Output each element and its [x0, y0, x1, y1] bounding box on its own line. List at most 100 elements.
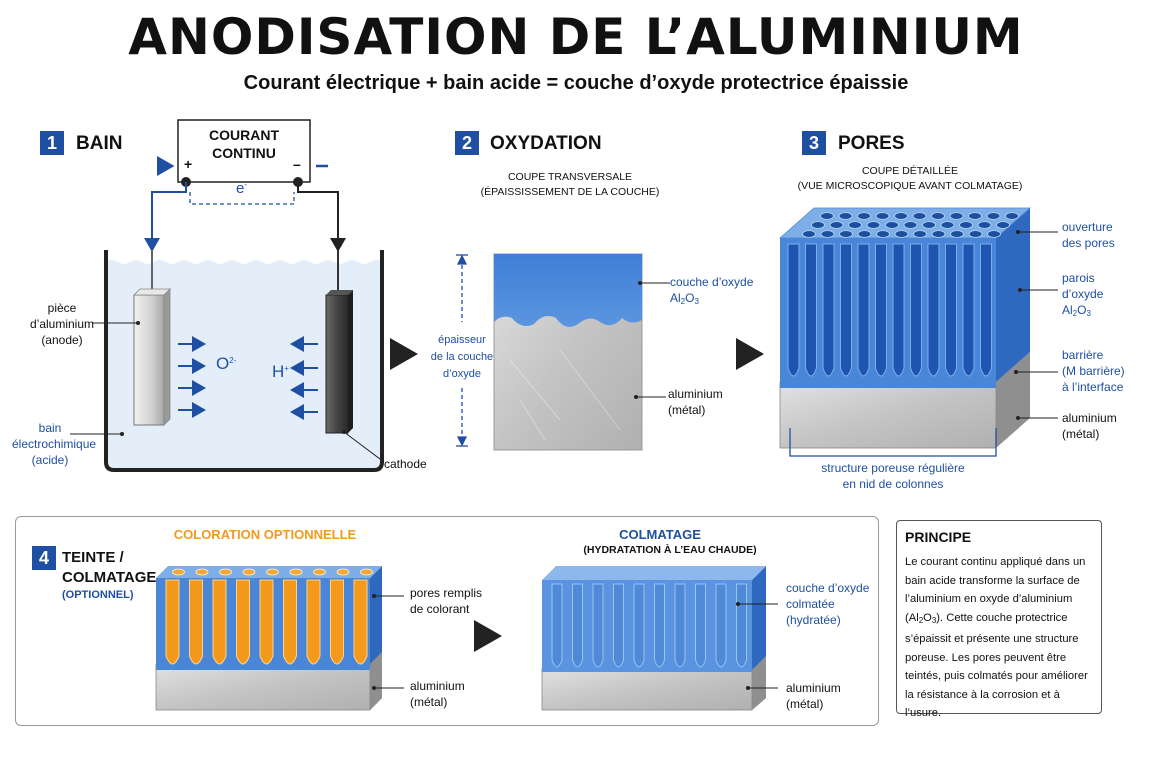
- cathode-wire: [297, 182, 346, 252]
- dye-pore-top: [172, 568, 185, 576]
- hydrogen-ion-arrows: [290, 336, 318, 420]
- pore-opening: [996, 221, 1010, 229]
- pore-opening: [839, 230, 853, 238]
- section-4-optional: (OPTIONNEL): [62, 589, 134, 601]
- sealed-columns: [551, 583, 747, 668]
- pore-column: [962, 243, 975, 377]
- sealed-column: [715, 583, 727, 668]
- sealed-column: [633, 583, 645, 668]
- pore-column: [980, 243, 992, 377]
- sealed-column: [736, 583, 747, 668]
- dye-column: [353, 579, 368, 665]
- oxide-layer-label: couche d’oxyde Al2O3: [670, 275, 754, 306]
- dye-columns: [165, 568, 373, 665]
- pore-column: [857, 243, 870, 377]
- pore-opening: [903, 221, 918, 229]
- cathode-label: cathode: [384, 457, 427, 471]
- pore-columns: [787, 243, 992, 377]
- metal-label-3: aluminium(métal): [1062, 411, 1117, 441]
- dye-column: [236, 579, 250, 665]
- pore-opening: [876, 230, 890, 238]
- dye-column: [283, 579, 297, 665]
- power-supply-line-1: COURANT: [209, 127, 279, 143]
- dye-column: [212, 579, 227, 665]
- cross-section-block: [493, 253, 643, 451]
- pore-opening: [977, 221, 992, 229]
- dye-pore-top: [219, 568, 232, 576]
- pore-opening: [866, 221, 881, 229]
- oxygen-ion-label: O2-: [216, 354, 237, 373]
- dye-column: [259, 579, 274, 665]
- sealed-column: [551, 583, 563, 668]
- pore-opening: [1005, 212, 1019, 220]
- dye-pore-top: [336, 568, 350, 576]
- pore-opening: [931, 212, 945, 220]
- section-2-number: 2: [455, 131, 479, 155]
- electrolytic-bath: [104, 250, 384, 472]
- section-3-caption: COUPE DÉTAILLÉE(VUE MICROSCOPIQUE AVANT …: [797, 165, 1023, 192]
- pore-opening: [802, 230, 816, 238]
- sealed-column: [572, 583, 583, 668]
- pore-column: [910, 243, 922, 377]
- sealed-column: [674, 583, 686, 668]
- sealed-column: [592, 583, 604, 668]
- cathode-piece: [325, 290, 353, 434]
- pore-column: [805, 243, 817, 377]
- pore-column: [787, 243, 800, 377]
- hydrogen-ion-label: H+: [272, 362, 289, 381]
- power-supply: [177, 119, 311, 183]
- section-1-number: 1: [40, 131, 64, 155]
- coloring-title: COLORATION OPTIONNELLE: [173, 527, 357, 542]
- plus-sign: +: [184, 156, 193, 172]
- pore-opening: [968, 212, 982, 220]
- principle-text: Le courant continu appliqué dans un bain…: [905, 556, 1088, 719]
- sealed-column: [695, 583, 706, 668]
- power-supply-label: COURANT CONTINU: [178, 126, 310, 162]
- section-4-number: 4: [32, 546, 56, 570]
- principle-box: PRINCIPE Le courant continu appliqué dan…: [896, 520, 1102, 719]
- electron-label: e-: [236, 180, 248, 197]
- pore-opening: [949, 212, 964, 220]
- pore-opening: [848, 221, 862, 229]
- porous-oxide-block: [778, 207, 1032, 449]
- dye-pore-top: [242, 568, 256, 576]
- pore-opening: [811, 221, 825, 229]
- pore-opening: [894, 230, 909, 238]
- pore-column: [822, 243, 835, 377]
- principle-title: PRINCIPE: [905, 529, 972, 545]
- pore-opening: [968, 230, 983, 238]
- section-3-title: PORES: [838, 133, 905, 154]
- pore-opening: [857, 212, 871, 220]
- pore-opening: [885, 221, 899, 229]
- dye-pore-top: [195, 568, 209, 576]
- pore-opening: [820, 212, 834, 220]
- section-4-title: TEINTE /COLMATAGE: [62, 549, 157, 586]
- power-supply-line-2: CONTINU: [212, 145, 276, 161]
- sealed-column: [613, 583, 624, 668]
- dye-pore-top: [360, 568, 373, 576]
- pore-opening: [940, 221, 955, 229]
- page-title: ANODISATION DE L’ALUMINIUM: [128, 8, 1024, 66]
- pore-opening: [857, 230, 872, 238]
- sealing-title: COLMATAGE: [619, 527, 701, 542]
- pore-opening: [959, 221, 973, 229]
- pore-opening: [987, 230, 1001, 238]
- dye-pore-top: [313, 568, 326, 576]
- dye-pore-top: [289, 568, 303, 576]
- pore-opening: [875, 212, 890, 220]
- pore-opening: [931, 230, 946, 238]
- pore-opening: [922, 221, 936, 229]
- dye-column: [330, 579, 344, 665]
- pore-opening: [913, 230, 927, 238]
- pore-opening: [829, 221, 844, 229]
- oxygen-ion-arrows: [178, 336, 206, 418]
- minus-sign: –: [293, 156, 301, 172]
- section-3-number: 3: [802, 131, 826, 155]
- dye-column: [165, 579, 180, 665]
